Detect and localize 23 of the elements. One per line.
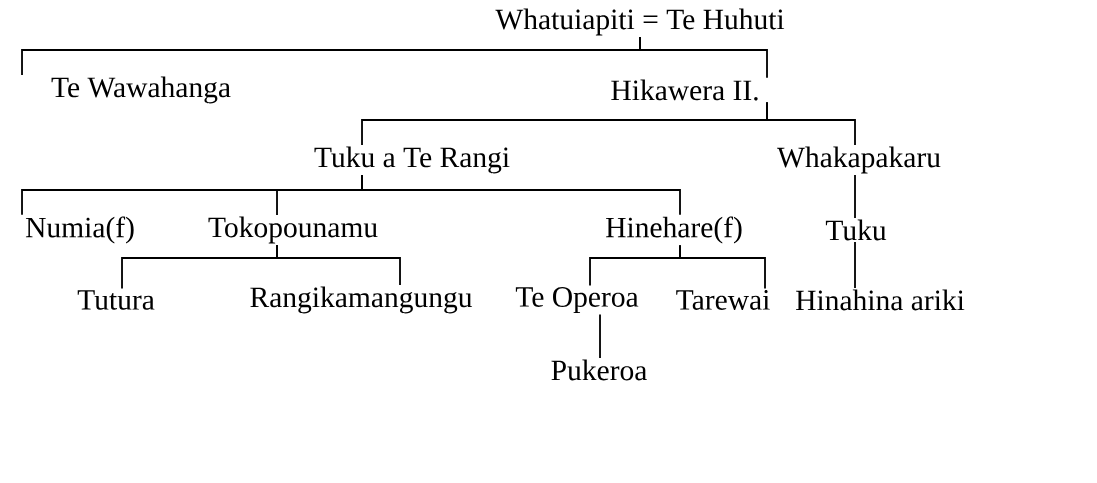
descent-line: [766, 101, 856, 146]
descent-line: [361, 174, 681, 216]
descent-line: [854, 241, 856, 289]
descent-line: [679, 244, 766, 290]
person-name: Hinahina ariki: [796, 289, 965, 311]
person-name: Numia(f): [25, 216, 134, 244]
descent-line: [639, 36, 768, 79]
descent-line: [599, 313, 601, 359]
person-name: Whakapakaru: [777, 146, 941, 174]
person-name: Hikawera II.: [611, 79, 758, 101]
person-name: Pukeroa: [551, 359, 647, 381]
person-name: Hinehare(f): [606, 216, 742, 244]
descent-line: [276, 244, 401, 286]
person-name: Te Wawahanga: [51, 76, 231, 104]
person-name: Tutura: [77, 290, 155, 310]
descent-line: [854, 174, 856, 219]
person-name: Rangikamangungu: [250, 286, 473, 314]
person-name: Tarewai: [676, 290, 770, 310]
person-name: Tuku a Te Rangi: [314, 146, 510, 174]
person-name: Te Operoa: [515, 287, 639, 313]
person-name: Tuku: [825, 219, 887, 241]
person-name: Whatuiapiti = Te Huhuti: [495, 8, 785, 36]
person-name: Tokopounamu: [208, 216, 378, 244]
